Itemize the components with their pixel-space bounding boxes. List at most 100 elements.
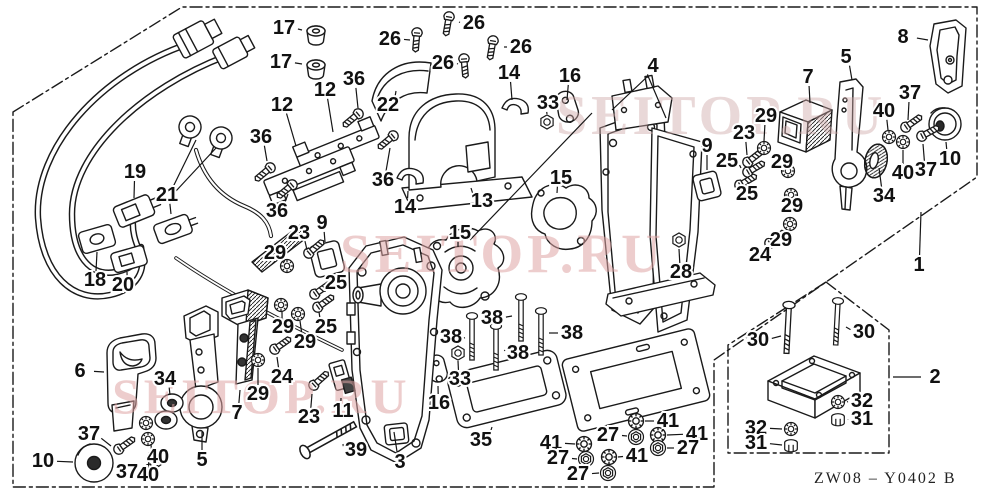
part-label-7: 7	[802, 66, 813, 88]
part-19-connector	[112, 194, 162, 228]
fastener-longbolt-icon	[534, 307, 548, 356]
part-label-27: 27	[567, 463, 589, 485]
part-label-29: 29	[770, 229, 792, 251]
leader-line	[647, 75, 667, 119]
fastener-nut-icon	[672, 232, 686, 248]
part-label-31: 31	[745, 432, 767, 454]
part-label-38: 38	[440, 326, 462, 348]
fastener-washer-icon	[783, 421, 799, 437]
leader-line	[299, 320, 303, 334]
fastener-screw-icon	[409, 26, 424, 54]
part-label-14: 14	[498, 62, 521, 84]
leader-line	[503, 349, 506, 352]
part-label-40: 40	[892, 162, 914, 184]
part-label-27: 27	[547, 447, 569, 469]
part-label-13: 13	[471, 190, 493, 212]
part-label-30: 30	[747, 329, 769, 351]
part-label-26: 26	[463, 12, 485, 34]
part-label-37: 37	[116, 461, 138, 483]
part-label-24: 24	[271, 366, 294, 388]
leader-line	[283, 259, 286, 263]
leader-line	[945, 141, 948, 151]
watermark-text: SEITOP.RU	[112, 368, 411, 424]
part-label-24: 24	[749, 244, 772, 266]
part-label-41: 41	[540, 432, 562, 454]
part-label-29: 29	[272, 316, 294, 338]
leader-line	[284, 193, 289, 204]
fastener-longbolt-icon	[514, 293, 528, 342]
part-18-connector	[77, 223, 117, 255]
leader-line	[394, 90, 397, 98]
fastener-washer-icon	[575, 435, 593, 453]
part-backing-plate	[561, 328, 711, 432]
part-label-23: 23	[298, 406, 320, 428]
part-5-levers	[179, 78, 868, 443]
leader-line	[327, 98, 334, 133]
part-35-gasket	[447, 349, 567, 429]
part-label-38: 38	[481, 307, 503, 329]
part-4-bracket-assembly	[599, 74, 716, 333]
part-label-12: 12	[271, 94, 293, 116]
leader-line	[808, 85, 811, 104]
leader-line	[297, 28, 303, 31]
connector-plug-a	[172, 18, 223, 59]
part-label-21: 21	[156, 184, 178, 206]
part-3-housing	[346, 236, 443, 464]
part-label-20: 20	[112, 274, 134, 296]
part-label-15: 15	[550, 167, 572, 189]
part-label-12: 12	[314, 79, 336, 101]
part-label-32: 32	[745, 417, 767, 439]
part-label-23: 23	[288, 222, 310, 244]
connector-round-a	[178, 115, 202, 148]
fastener-nut-icon	[540, 114, 554, 130]
leader-line	[304, 241, 308, 251]
part-label-33: 33	[537, 92, 559, 114]
leader-line	[886, 119, 889, 131]
leader-line	[611, 75, 649, 111]
connector-plug-b	[212, 34, 256, 70]
fastener-washer-icon	[627, 412, 645, 430]
leader-line	[470, 187, 474, 195]
part-label-17: 17	[273, 17, 295, 39]
part-label-15: 15	[449, 222, 471, 244]
part-label-31: 31	[851, 408, 873, 430]
drawing-code: ZW08 – Y0402 B	[814, 470, 957, 487]
fastener-lnut-icon	[831, 413, 845, 427]
leader-line	[907, 101, 910, 121]
leader-line	[845, 326, 851, 331]
leader-line	[95, 251, 98, 272]
fastener-washer-icon	[250, 352, 266, 368]
part-label-40: 40	[147, 446, 169, 468]
leader-line	[591, 472, 600, 475]
fastener-washer-icon	[830, 394, 846, 410]
fastener-screw-icon	[111, 433, 139, 457]
part-17-caps	[306, 25, 326, 80]
leader-line	[571, 457, 578, 460]
part-label-25: 25	[716, 150, 738, 172]
part-cable-harness	[34, 18, 344, 352]
leader-line	[918, 211, 922, 257]
part-label-25: 25	[736, 183, 758, 205]
connector-round-b	[209, 126, 233, 159]
part-14-clips	[396, 97, 529, 185]
part-label-3: 3	[394, 451, 405, 473]
part-label-5: 5	[196, 449, 207, 471]
leader-line	[318, 311, 321, 319]
part-label-38: 38	[507, 342, 529, 364]
leader-line	[403, 38, 411, 41]
watermark-text: SEITOP.RU	[340, 223, 665, 284]
part-label-34: 34	[154, 368, 177, 390]
part-label-9: 9	[701, 135, 712, 157]
leader-line	[238, 389, 241, 405]
fastener-longbolt-icon	[779, 300, 796, 355]
part-label-36: 36	[250, 126, 272, 148]
part-label-29: 29	[247, 383, 269, 405]
leader-line	[789, 196, 792, 201]
leader-line	[310, 393, 313, 409]
part-label-10: 10	[939, 148, 961, 170]
fastener-nut-icon	[451, 345, 465, 361]
part-label-32: 32	[851, 390, 873, 412]
part-label-36: 36	[266, 200, 288, 222]
